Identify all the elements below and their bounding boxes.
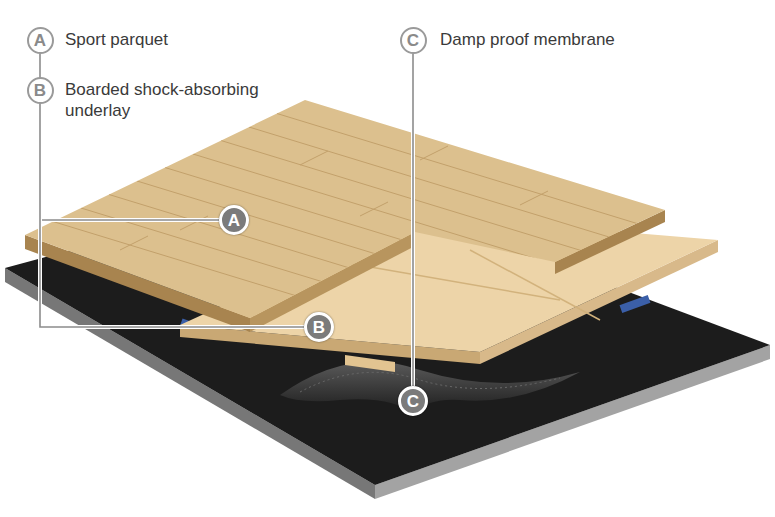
callout-letter: A — [34, 32, 46, 49]
foam-pad — [620, 295, 651, 313]
leader-line — [40, 54, 219, 221]
leader-line — [412, 54, 414, 387]
leader-halo — [40, 54, 219, 221]
callout-marker: A — [219, 205, 249, 235]
callout-key: B — [27, 77, 54, 104]
callout-letter: B — [313, 319, 325, 336]
leader-line — [40, 104, 304, 328]
parquet-strips — [53, 114, 637, 332]
part-name: Damp proof membrane — [440, 29, 700, 50]
membrane-curl — [280, 362, 580, 415]
callout-letter: C — [407, 32, 419, 49]
callout-letter: A — [228, 212, 240, 229]
part-name: Sport parquet — [65, 29, 285, 50]
batten — [345, 355, 395, 372]
callout-key: A — [27, 27, 54, 54]
callout-letter: B — [34, 82, 46, 99]
callout-marker: B — [304, 312, 334, 342]
part-name: Boarded shock-absorbing underlay — [65, 79, 305, 121]
parquet-top — [25, 100, 665, 318]
callout-marker: C — [398, 386, 428, 416]
callout-key: C — [400, 27, 427, 54]
callout-letter: C — [407, 393, 419, 410]
leader-halo — [40, 104, 304, 328]
membrane-texture — [300, 372, 560, 392]
leader-halo — [411, 54, 415, 387]
